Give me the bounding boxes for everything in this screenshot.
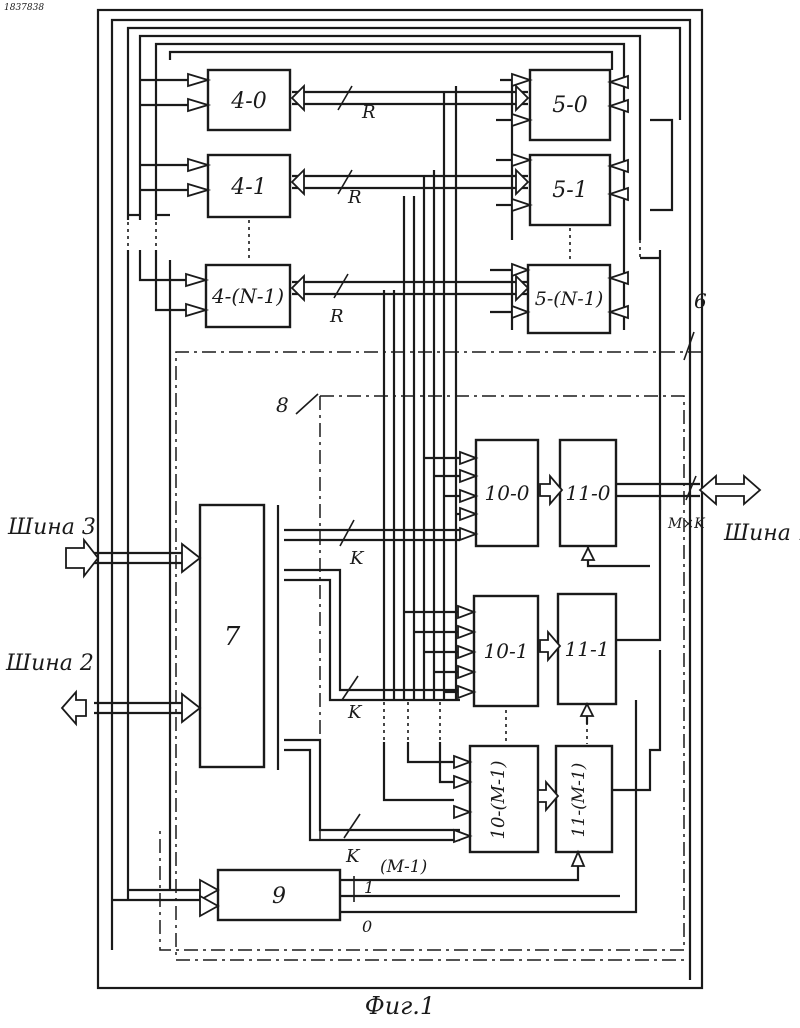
bus1-label: Шина 1 [723,521,800,546]
bus3-arrow-to-7 [182,544,200,572]
label-1: 1 [364,878,374,897]
bus2-label: Шина 2 [5,651,94,676]
bus3-label: Шина 3 [7,515,96,540]
block-10-m-label: 10-(M-1) [488,761,509,840]
bus2-io-arrow [62,692,86,724]
label-8: 8 [276,393,289,417]
label-m-minus-1: (M-1) [380,857,427,877]
block-5-n-label: 5-(N-1) [535,288,603,310]
r-label-3: R [329,306,344,327]
block-4-0-label: 4-0 [230,89,266,114]
label-0: 0 [362,917,372,936]
figure-caption: Фиг.1 [365,992,435,1020]
block4-input-arrows [186,74,208,316]
block-5-1-label: 5-1 [552,178,587,203]
label-6: 6 [694,289,707,313]
block10-input-arrows [384,452,476,842]
block-11-m-label: 11-(M-1) [569,763,589,838]
line-8-pointer [296,394,318,414]
block-4-1-label: 4-1 [230,175,266,200]
bus3-input-arrow [66,540,98,576]
bus1-io-arrow [700,476,760,504]
k-label-2: K [347,702,363,723]
block-7-label: 7 [224,622,241,652]
block-11-0-label: 11-0 [566,481,611,505]
r-label-1: R [361,102,376,123]
vertical-bus-lines [384,86,456,700]
block-11-1-label: 11-1 [565,637,610,661]
block-10-0-label: 10-0 [485,481,530,505]
block-5-0-label: 5-0 [552,93,587,118]
bus2-arrow-to-7 [182,694,200,722]
block-4-n-label: 4-(N-1) [211,284,284,308]
block-10-1-label: 10-1 [484,639,529,663]
r-buses [292,86,528,300]
k-label-3: K [345,846,361,867]
r-label-2: R [347,187,362,208]
watermark-text: 1837838 [4,3,44,13]
k-label-1: K [349,548,365,569]
block-9-label: 9 [272,884,286,909]
block5-right-wiring [610,70,672,510]
mk-label: M×K [667,516,706,532]
